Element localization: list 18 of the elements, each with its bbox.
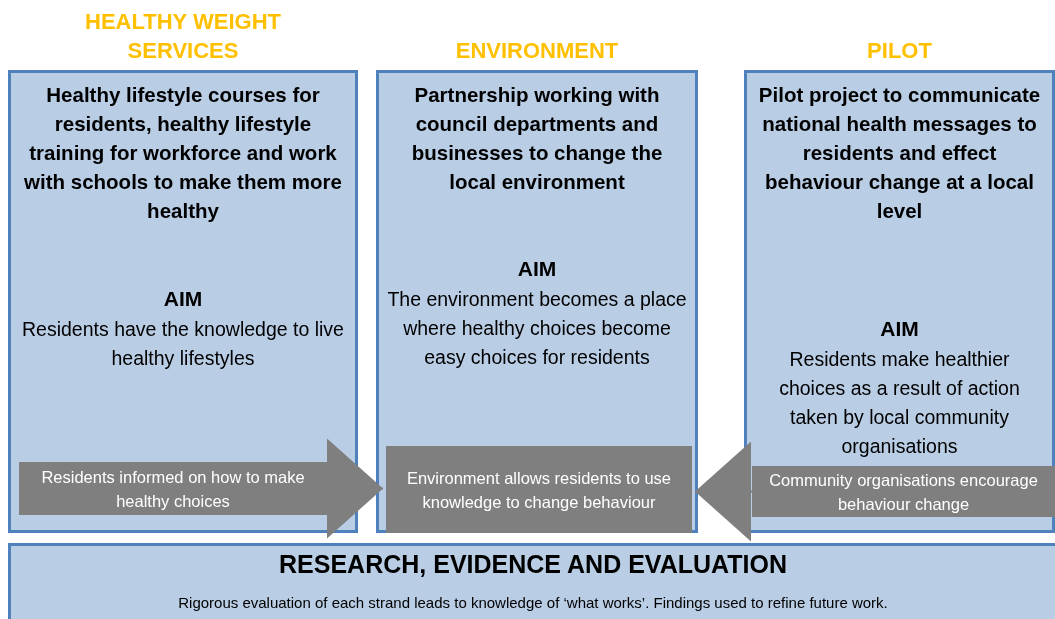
description-text: Healthy lifestyle courses for residents, healthy lifestyle training for workforce and work with schools to make them more healthy	[23, 82, 343, 224]
aim-text: The environment becomes a place where healthy choices become easy choices for residents	[386, 287, 688, 370]
description-text: Partnership working with council departments and businesses to change the local environment	[410, 82, 664, 195]
column-heading: PILOT	[866, 37, 933, 65]
column-heading: HEALTHY WEIGHT SERVICES	[84, 8, 282, 65]
aim-heading: AIM	[516, 256, 558, 282]
aim-heading: AIM	[879, 316, 920, 342]
band-text: Rigorous evaluation of each strand leads to knowledge of ‘what works’. Findings used to refine future work.	[177, 594, 889, 611]
aim-text: Residents have the knowledge to live healthy lifestyles	[21, 317, 345, 371]
aim-text: Residents make healthier choices as a result of action taken by local community organisations	[778, 347, 1021, 459]
band-heading: RESEARCH, EVIDENCE AND EVALUATION	[278, 550, 788, 579]
block-arrow	[326, 438, 384, 539]
description-text: Pilot project to communicate national health messages to residents and effect behaviour change at a local level	[757, 82, 1042, 224]
column-heading: ENVIRONMENT	[454, 37, 620, 65]
message-banner: Residents informed on how to make healthy choices	[19, 462, 327, 515]
aim-heading: AIM	[162, 286, 204, 312]
message-banner: Environment allows residents to use knowledge to change behaviour	[386, 446, 692, 533]
message-banner: Community organisations encourage behaviour change	[752, 466, 1055, 517]
